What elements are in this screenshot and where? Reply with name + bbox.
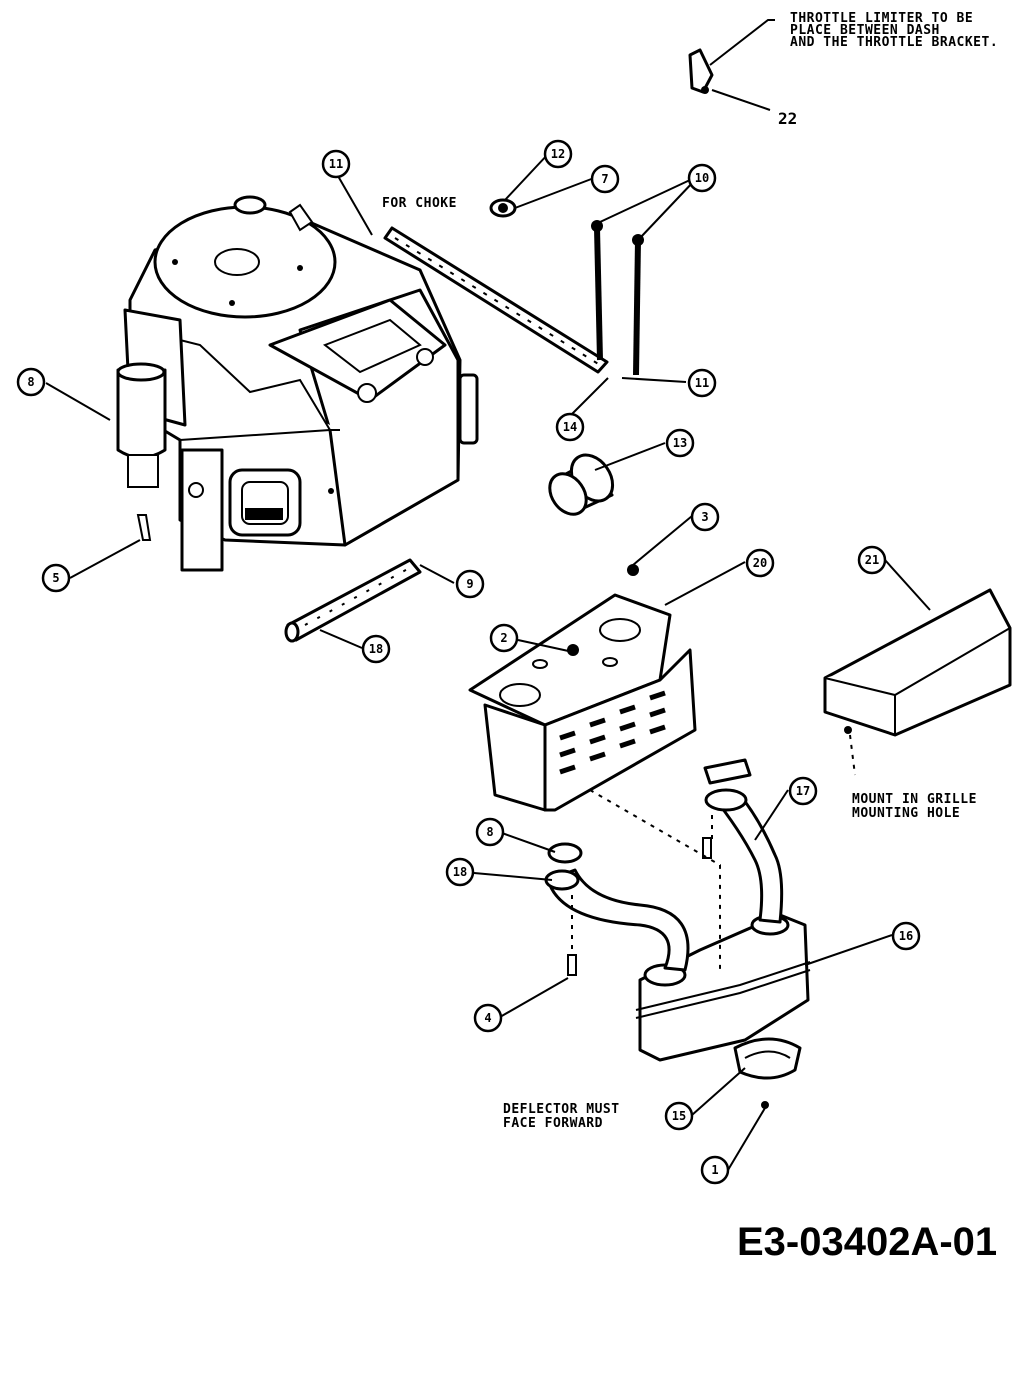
choke-knob: [489, 198, 517, 218]
throttle-cable: [383, 226, 609, 374]
svg-text:13: 13: [673, 436, 687, 450]
callout-8-lower: 8: [475, 817, 505, 847]
note-throttle-limiter: THROTTLE LIMITER TO BE PLACE BETWEEN DAS…: [790, 11, 998, 50]
callout-14: 14: [555, 412, 585, 442]
svg-text:15: 15: [672, 1109, 686, 1123]
note-mount-grille-line1: MOUNT IN GRILLE: [852, 792, 977, 807]
note-for-choke: FOR CHOKE: [382, 196, 457, 211]
hose: [284, 558, 422, 643]
svg-text:8: 8: [27, 375, 34, 389]
throttle-limiter: [688, 48, 714, 94]
svg-text:14: 14: [563, 420, 577, 434]
svg-text:16: 16: [899, 929, 913, 943]
callout-16: 16: [891, 921, 921, 951]
callout-3: 3: [690, 502, 720, 532]
svg-text:10: 10: [695, 171, 709, 185]
callout-13: 13: [665, 428, 695, 458]
callout-11-right: 11: [687, 368, 717, 398]
engine: [116, 195, 479, 572]
leader-lines: [45, 19, 931, 1171]
note-mount-grille-line2: MOUNTING HOLE: [852, 806, 960, 821]
callout-2: 2: [489, 623, 519, 653]
svg-text:20: 20: [753, 556, 767, 570]
note-throttle-limiter-line1: THROTTLE LIMITER TO BE: [790, 11, 973, 26]
note-deflector-line2: FACE FORWARD: [503, 1116, 603, 1131]
svg-text:4: 4: [484, 1011, 491, 1025]
callout-11-top: 11: [321, 149, 351, 179]
callout-18-lower: 18: [445, 857, 475, 887]
svg-text:18: 18: [453, 865, 467, 879]
svg-text:11: 11: [329, 157, 343, 171]
svg-text:18: 18: [369, 642, 383, 656]
svg-text:11: 11: [695, 376, 709, 390]
callout-4: 4: [473, 1003, 503, 1033]
muffler: [544, 758, 811, 1109]
callout-5: 5: [41, 563, 71, 593]
svg-text:21: 21: [865, 553, 879, 567]
air-filter: [548, 453, 615, 516]
svg-text:9: 9: [466, 577, 473, 591]
note-throttle-limiter-line3: AND THE THROTTLE BRACKET.: [790, 35, 998, 50]
callout-12: 12: [543, 139, 573, 169]
svg-text:12: 12: [551, 147, 565, 161]
callout-17: 17: [788, 776, 818, 806]
callout-8-left: 8: [16, 367, 46, 397]
svg-text:5: 5: [52, 571, 59, 585]
callout-balloons: 11 12 7 10 8 11 14 13: [16, 139, 921, 1185]
callout-18-upper: 18: [361, 634, 391, 664]
svg-text:17: 17: [796, 784, 810, 798]
rods: [591, 220, 644, 376]
note-deflector-line1: DEFLECTOR MUST: [503, 1102, 620, 1117]
callout-22: 22: [778, 109, 797, 128]
callout-21: 21: [857, 545, 887, 575]
svg-text:7: 7: [601, 172, 608, 186]
heat-shield: [468, 564, 697, 812]
note-deflector: DEFLECTOR MUST FACE FORWARD: [503, 1102, 620, 1131]
svg-text:8: 8: [486, 825, 493, 839]
drawing-id: E3-03402A-01: [737, 1220, 997, 1264]
callout-1: 1: [700, 1155, 730, 1185]
callout-7: 7: [590, 164, 620, 194]
svg-text:1: 1: [711, 1163, 718, 1177]
note-throttle-limiter-line2: PLACE BETWEEN DASH: [790, 23, 940, 38]
svg-text:3: 3: [701, 510, 708, 524]
note-mount-grille: MOUNT IN GRILLE MOUNTING HOLE: [852, 792, 977, 821]
callout-10: 10: [687, 163, 717, 193]
svg-text:2: 2: [500, 631, 507, 645]
callout-15: 15: [664, 1101, 694, 1131]
callout-9: 9: [455, 569, 485, 599]
callout-20: 20: [745, 548, 775, 578]
grille-pad: [823, 588, 1012, 776]
